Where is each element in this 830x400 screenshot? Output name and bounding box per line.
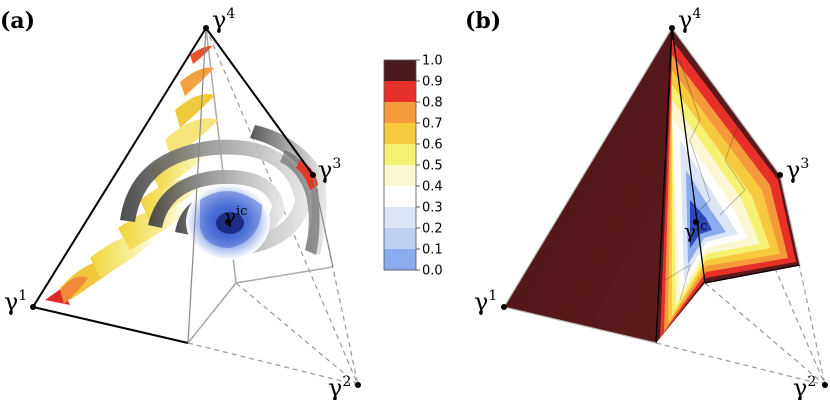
colorbar-tick-label: 0.1 <box>422 243 443 258</box>
vertex-gamma-ic-dot <box>225 219 231 225</box>
label-gamma1: γ1 <box>4 288 27 316</box>
panel-a-red-patch <box>296 160 318 190</box>
colorbar-tick-label: 0.0 <box>422 264 443 279</box>
b-label-gamma-ic: γic <box>684 219 707 243</box>
colorbar-tick-label: 0.5 <box>422 159 443 174</box>
colorbar-swatch <box>384 144 416 166</box>
colorbar-tick-label: 0.9 <box>422 75 443 90</box>
panel-b-label: (b) <box>465 8 501 34</box>
panel-a-hidden-edges <box>187 27 359 386</box>
vertex-gamma1-dot <box>30 304 36 310</box>
colorbar-swatch <box>384 81 416 103</box>
panel-a-front-edges <box>187 27 334 344</box>
colorbar-swatch <box>384 249 416 271</box>
panel-b-face-left <box>504 28 672 343</box>
b-label-gamma1: γ1 <box>474 288 497 316</box>
colorbar-swatch <box>384 207 416 229</box>
colorbar-swatch <box>384 228 416 250</box>
label-gamma4: γ4 <box>212 6 235 34</box>
panel-a-yellow-bands <box>45 45 218 305</box>
colorbar-swatch <box>384 60 416 82</box>
colorbar-swatch <box>384 102 416 124</box>
panel-b: (b) <box>465 6 828 400</box>
panel-a-label: (a) <box>0 8 35 34</box>
colorbar-swatch <box>384 186 416 208</box>
colorbar-tick-label: 0.4 <box>422 180 443 195</box>
vertex-gamma4-dot <box>203 25 209 31</box>
label-gamma3: γ3 <box>318 156 341 184</box>
panel-b-shading <box>664 59 746 301</box>
panel-a-outline <box>32 27 314 344</box>
colorbar-tick-label: 0.7 <box>422 117 443 132</box>
colorbar-tick-label: 0.6 <box>422 138 443 153</box>
colorbar-swatch <box>384 165 416 187</box>
panel-a: (a) <box>0 6 361 400</box>
colorbar-swatch <box>384 123 416 145</box>
colorbar-tick-label: 0.2 <box>422 222 443 237</box>
colorbar-tick-label: 1.0 <box>422 54 443 69</box>
colorbar: 1.0 0.9 0.8 0.7 0.6 0.5 0.4 0.3 0.2 0.1 0.0 <box>383 54 443 279</box>
panel-b-edges <box>655 27 801 344</box>
colorbar-tick-label: 0.3 <box>422 201 443 216</box>
b-vertex-gamma2-dot <box>822 382 828 388</box>
colorbar-tick-label: 0.8 <box>422 96 443 111</box>
label-gamma-ic: γic <box>224 204 247 228</box>
vertex-gamma2-dot <box>355 382 361 388</box>
panel-b-outline <box>503 27 801 344</box>
b-label-gamma2: γ2 <box>793 374 816 400</box>
vertex-gamma3-dot <box>310 172 316 178</box>
b-vertex-gamma4-dot <box>669 25 675 31</box>
b-label-gamma3: γ3 <box>786 156 809 184</box>
panel-b-layers <box>660 40 796 338</box>
b-vertex-gamma3-dot <box>777 172 783 178</box>
b-vertex-gamma1-dot <box>501 304 507 310</box>
label-gamma2: γ2 <box>328 374 351 400</box>
b-label-gamma4: γ4 <box>678 6 701 34</box>
b-vertex-gamma-ic-dot <box>693 219 699 225</box>
